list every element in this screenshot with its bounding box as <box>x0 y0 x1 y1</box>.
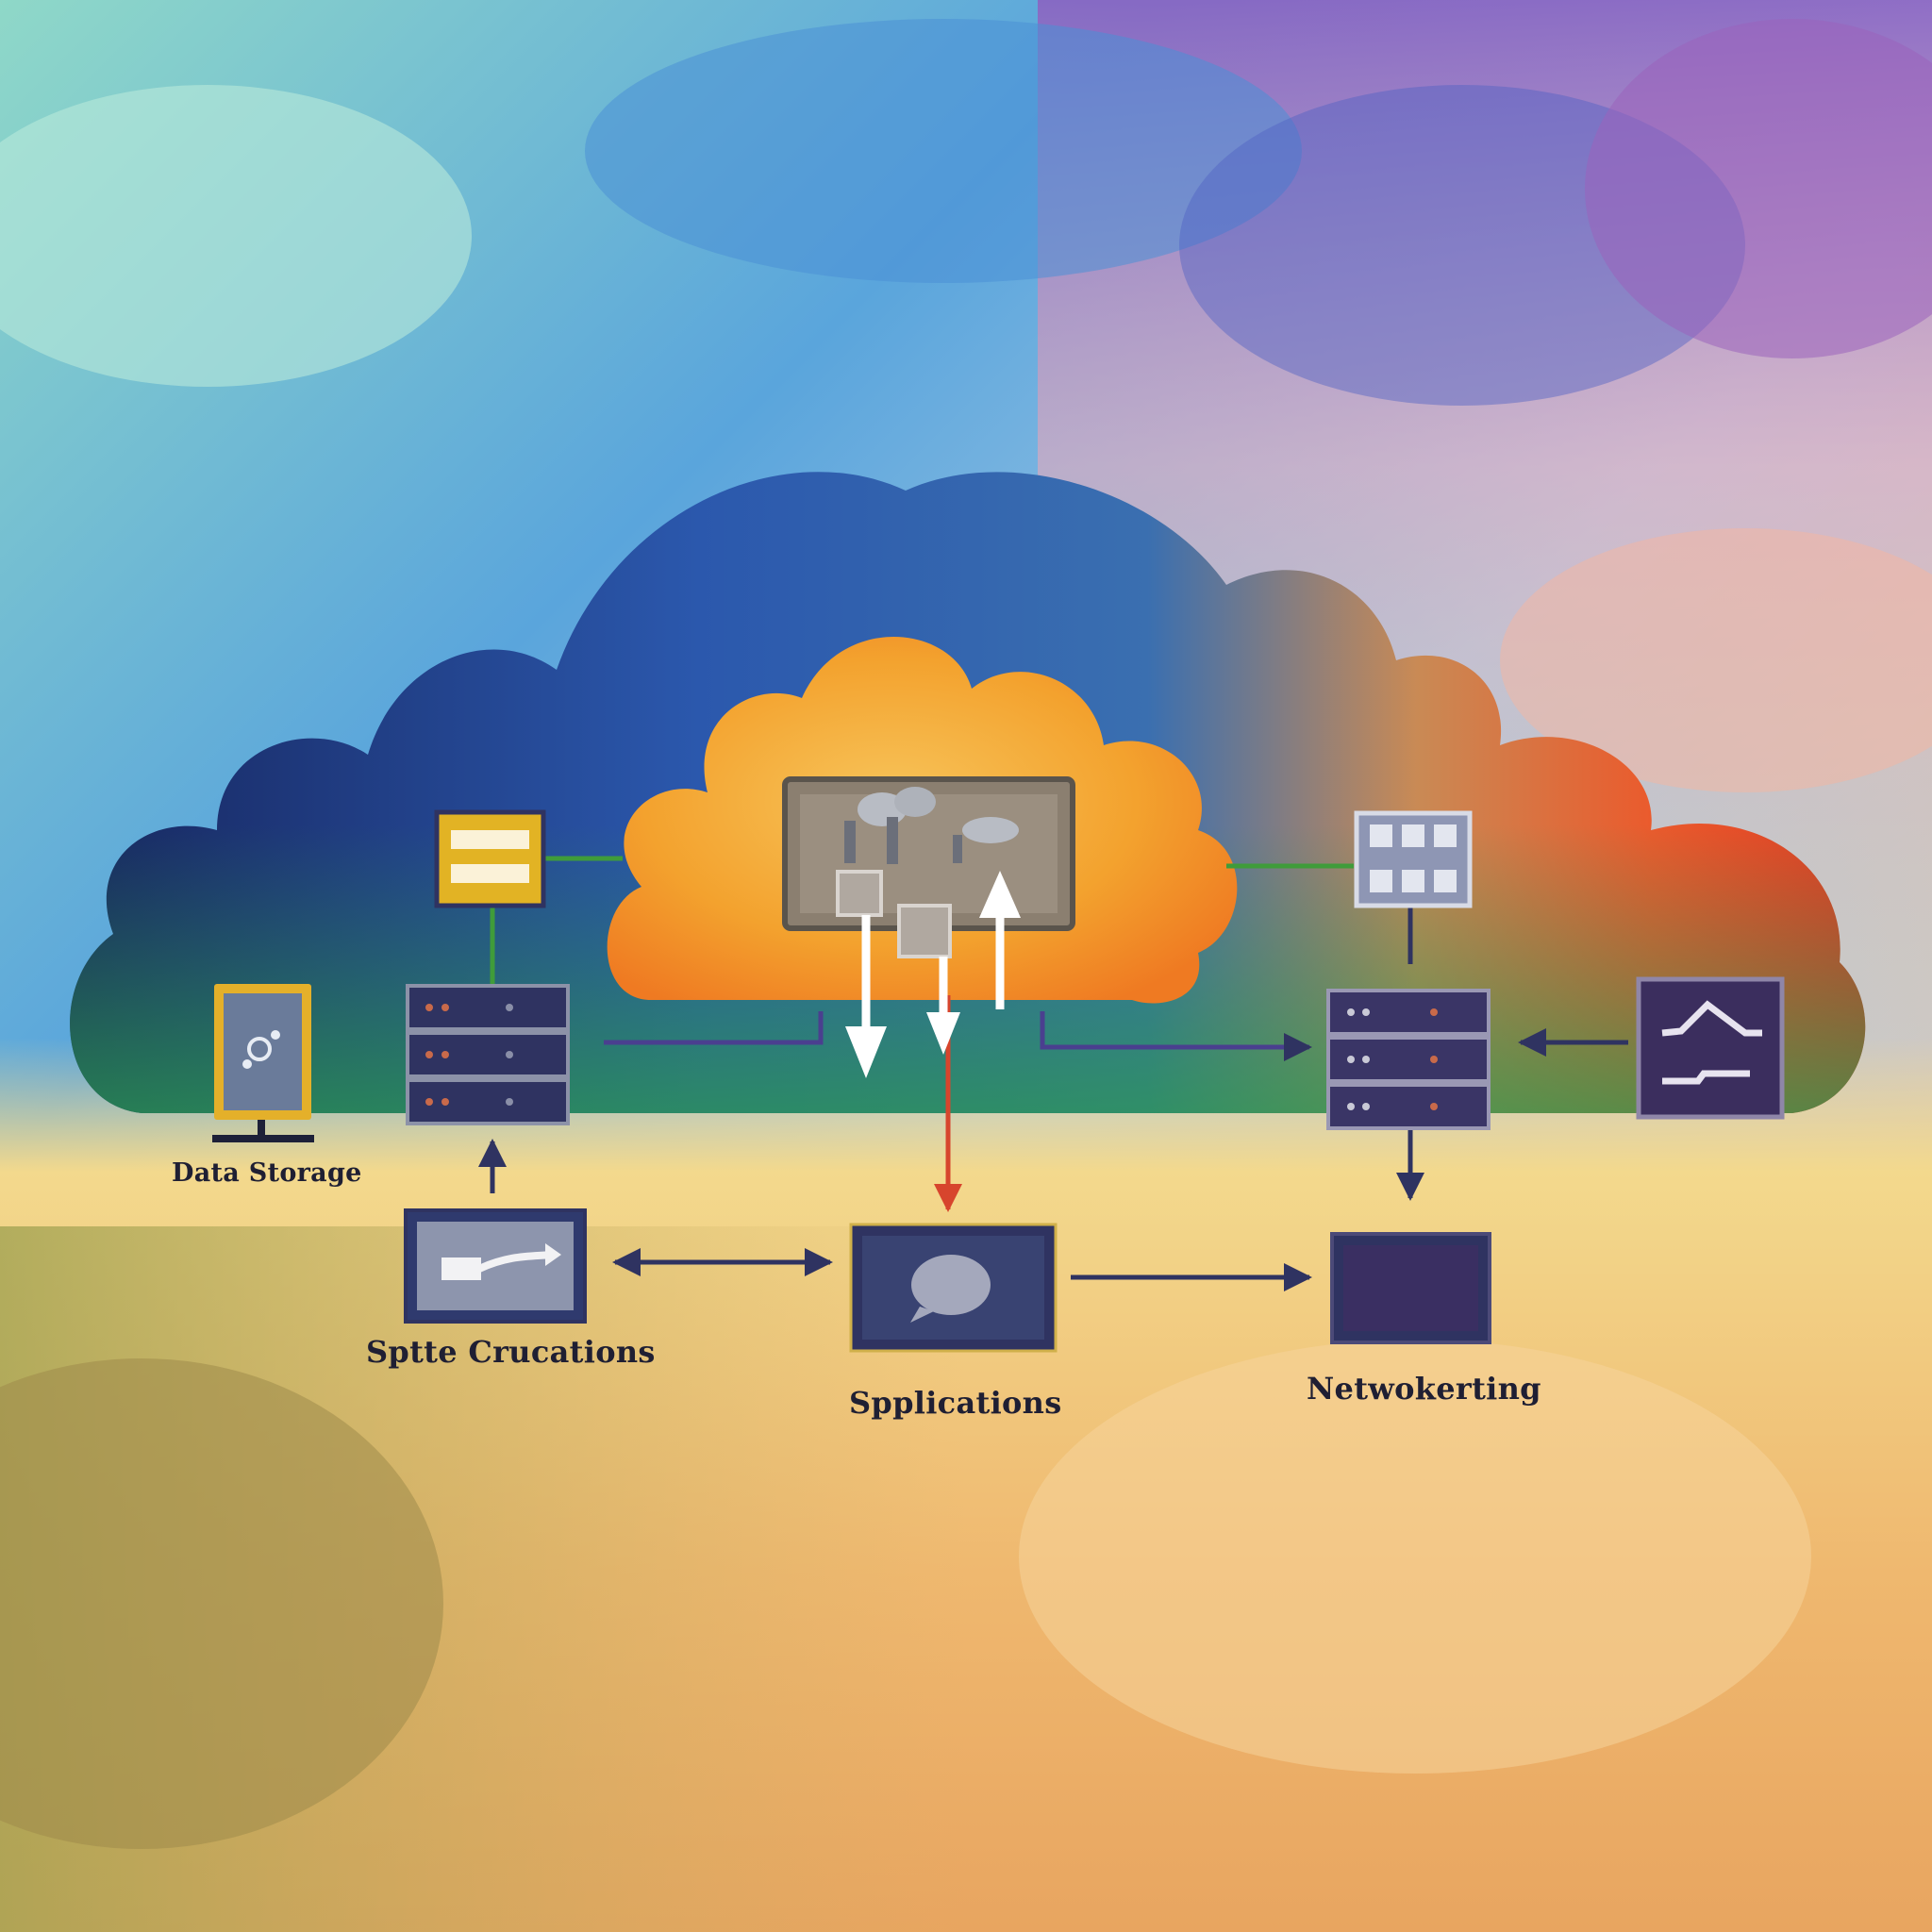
label-sptte-crucations: Sptte Crucations <box>366 1334 656 1370</box>
label-spplications: Spplications <box>849 1385 1062 1421</box>
chart-icon[interactable] <box>1636 976 1785 1120</box>
data-flow-arrows <box>836 870 1021 1078</box>
menu-icon[interactable] <box>434 809 546 908</box>
server-rack-icon-right[interactable] <box>1326 989 1491 1130</box>
label-data-storage: Data Storage <box>172 1158 362 1188</box>
dark-screen-icon[interactable] <box>1330 1232 1491 1344</box>
monitor-icon[interactable] <box>212 984 314 1142</box>
connector-rack-to-cloud <box>604 1011 824 1045</box>
server-rack-icon[interactable] <box>406 984 570 1125</box>
connector-cloud-to-right-rack <box>1040 1011 1312 1061</box>
chat-bubble-icon[interactable] <box>849 1223 1058 1353</box>
grid-icon[interactable] <box>1354 810 1473 908</box>
label-netwokerting: Netwokerting <box>1307 1371 1541 1407</box>
connections <box>478 856 1628 1291</box>
arrow-screen-icon[interactable] <box>404 1208 587 1324</box>
